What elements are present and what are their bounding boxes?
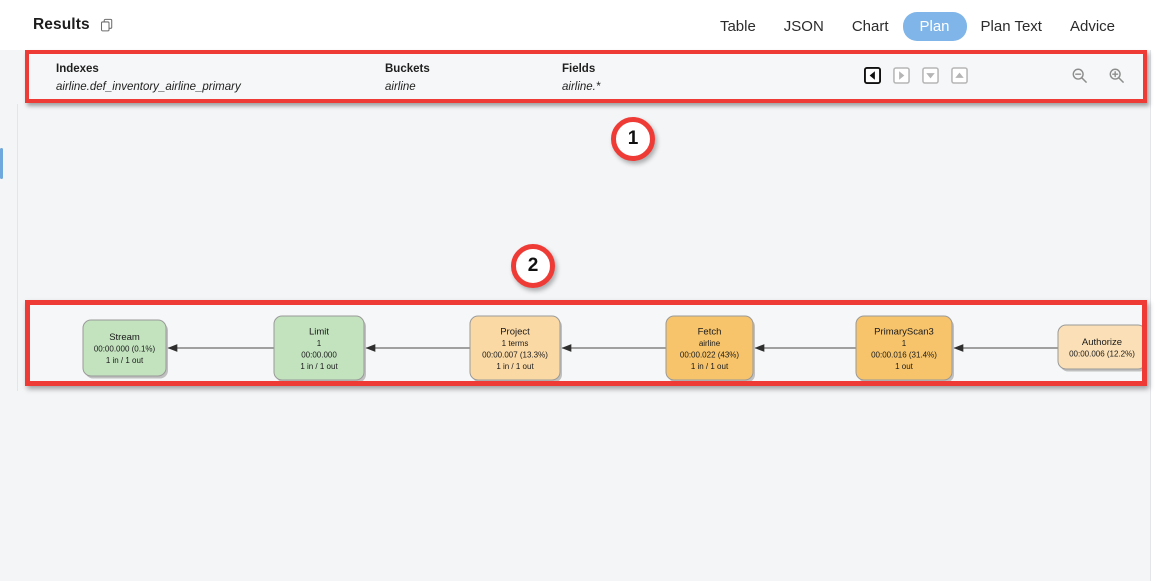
zoom-in-icon[interactable] xyxy=(1108,67,1125,84)
node-detail-line: 1 terms xyxy=(502,339,529,348)
tab-plan[interactable]: Plan xyxy=(902,12,967,41)
node-body[interactable] xyxy=(1057,324,1142,370)
node-title: Stream xyxy=(109,332,140,343)
node-detail-line: 00:00.007 (13.3%) xyxy=(482,350,548,359)
tab-advice[interactable]: Advice xyxy=(1069,18,1115,35)
node-body[interactable] xyxy=(469,315,561,381)
info-value-indexes: airline.def_inventory_airline_primary xyxy=(56,81,241,93)
annotation-badge-2: 2 xyxy=(511,244,555,288)
node-detail-line: 00:00.000 (0.1%) xyxy=(94,345,156,354)
plan-node-fetch[interactable]: Fetch airline 00:00.022 (43%) 1 in / 1 out xyxy=(665,315,755,381)
node-title: PrimaryScan3 xyxy=(874,326,934,337)
plan-diagram-highlight: Stream 00:00.000 (0.1%) 1 in / 1 out Limit 1… xyxy=(25,300,1147,386)
node-detail-line: 1 xyxy=(317,339,322,348)
results-header-bar: Results Table JSON Chart Plan Plan Text … xyxy=(0,0,1151,50)
plan-node-project[interactable]: Project 1 terms 00:00.007 (13.3%) 1 in / 1 … xyxy=(469,315,562,381)
node-body[interactable] xyxy=(273,315,365,381)
arrow-left-box-icon[interactable] xyxy=(864,67,881,84)
plan-nav-buttons[interactable] xyxy=(864,67,968,84)
info-column-buckets: Buckets airline xyxy=(385,61,430,95)
arrow-down-box-icon[interactable] xyxy=(922,67,939,84)
node-title: Limit xyxy=(309,326,329,337)
plan-node-limit[interactable]: Limit 1 00:00.000 1 in / 1 out xyxy=(273,315,366,381)
plan-node-stream[interactable]: Stream 00:00.000 (0.1%) 1 in / 1 out xyxy=(82,319,168,379)
node-detail-line: 00:00.016 (31.4%) xyxy=(871,350,937,359)
info-value-buckets: airline xyxy=(385,81,416,93)
node-title: Authorize xyxy=(1082,337,1122,348)
info-bar-highlight: Indexes airline.def_inventory_airline_pr… xyxy=(25,50,1147,103)
plan-node-primaryscan3[interactable]: PrimaryScan3 1 00:00.016 (31.4%) 1 out xyxy=(855,315,954,381)
page-title: Results xyxy=(33,16,90,33)
node-detail-line: 1 in / 1 out xyxy=(300,362,338,371)
node-detail-line: 1 in / 1 out xyxy=(496,362,534,371)
arrow-up-box-icon[interactable] xyxy=(951,67,968,84)
plan-flow-graph[interactable]: Stream 00:00.000 (0.1%) 1 in / 1 out Limit 1… xyxy=(30,305,1142,381)
tab-plan-text[interactable]: Plan Text xyxy=(980,18,1042,35)
info-value-fields: airline.* xyxy=(562,81,601,93)
info-label-indexes: Indexes xyxy=(56,63,99,75)
tab-table[interactable]: Table xyxy=(719,18,756,35)
node-detail-line: 00:00.022 (43%) xyxy=(680,350,739,359)
node-body[interactable] xyxy=(665,315,754,381)
annotation-badge-1: 1 xyxy=(611,117,655,161)
results-title-group: Results xyxy=(33,16,115,34)
node-title: Project xyxy=(500,326,530,337)
node-body[interactable] xyxy=(855,315,953,381)
tab-chart[interactable]: Chart xyxy=(851,18,889,35)
node-detail-line: 00:00.006 (12.2%) xyxy=(1069,349,1135,358)
node-detail-line: 1 out xyxy=(895,362,914,371)
plan-zoom-buttons[interactable] xyxy=(1071,67,1125,84)
node-detail-line: 00:00.000 xyxy=(301,350,337,359)
info-label-fields: Fields xyxy=(562,63,596,75)
info-column-indexes: Indexes airline.def_inventory_airline_pr… xyxy=(56,61,241,95)
query-info-bar: Indexes airline.def_inventory_airline_pr… xyxy=(29,54,1143,99)
node-body[interactable] xyxy=(82,319,167,377)
node-detail-line: 1 in / 1 out xyxy=(691,362,729,371)
tab-json[interactable]: JSON xyxy=(783,18,824,35)
node-detail-line: airline xyxy=(699,339,721,348)
view-tabs[interactable]: Table JSON Chart Plan Plan Text Advice xyxy=(706,12,1129,41)
left-divider xyxy=(17,104,18,391)
copy-duplicate-icon[interactable] xyxy=(100,18,115,33)
plan-diagram-canvas[interactable]: Stream 00:00.000 (0.1%) 1 in / 1 out Limit 1… xyxy=(30,305,1142,381)
node-detail-line: 1 xyxy=(902,339,907,348)
node-title: Fetch xyxy=(698,326,722,337)
panel-right-edge xyxy=(1150,0,1151,581)
info-label-buckets: Buckets xyxy=(385,63,430,75)
info-column-fields: Fields airline.* xyxy=(562,61,600,95)
left-scrollbar-accent[interactable] xyxy=(0,148,3,179)
zoom-out-icon[interactable] xyxy=(1071,67,1088,84)
node-detail-line: 1 in / 1 out xyxy=(106,356,144,365)
arrow-right-box-icon[interactable] xyxy=(893,67,910,84)
